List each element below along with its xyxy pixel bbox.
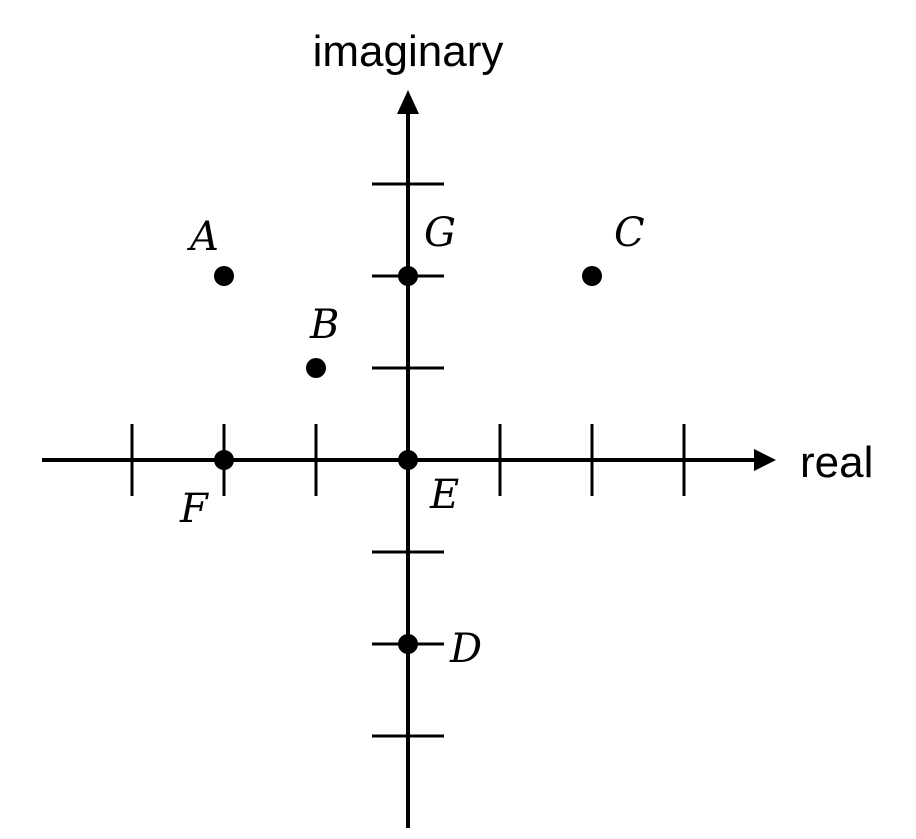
point-label-d: D: [449, 626, 482, 672]
point-d: [398, 634, 418, 654]
point-f: [214, 450, 234, 470]
point-e: [398, 450, 418, 470]
point-label-c: C: [614, 210, 645, 256]
imaginary-axis-arrowhead: [397, 90, 419, 114]
point-label-f: F: [179, 486, 209, 532]
point-label-e: E: [429, 472, 459, 518]
point-a: [214, 266, 234, 286]
real-axis-arrowhead: [754, 449, 776, 471]
real-axis-label: real: [800, 438, 873, 487]
imaginary-axis-label: imaginary: [313, 27, 504, 76]
point-c: [582, 266, 602, 286]
points-layer: A B C D E F G: [179, 210, 645, 672]
point-label-g: G: [424, 210, 456, 256]
point-g: [398, 266, 418, 286]
point-label-b: B: [309, 302, 339, 348]
point-b: [306, 358, 326, 378]
point-label-a: A: [186, 214, 219, 260]
